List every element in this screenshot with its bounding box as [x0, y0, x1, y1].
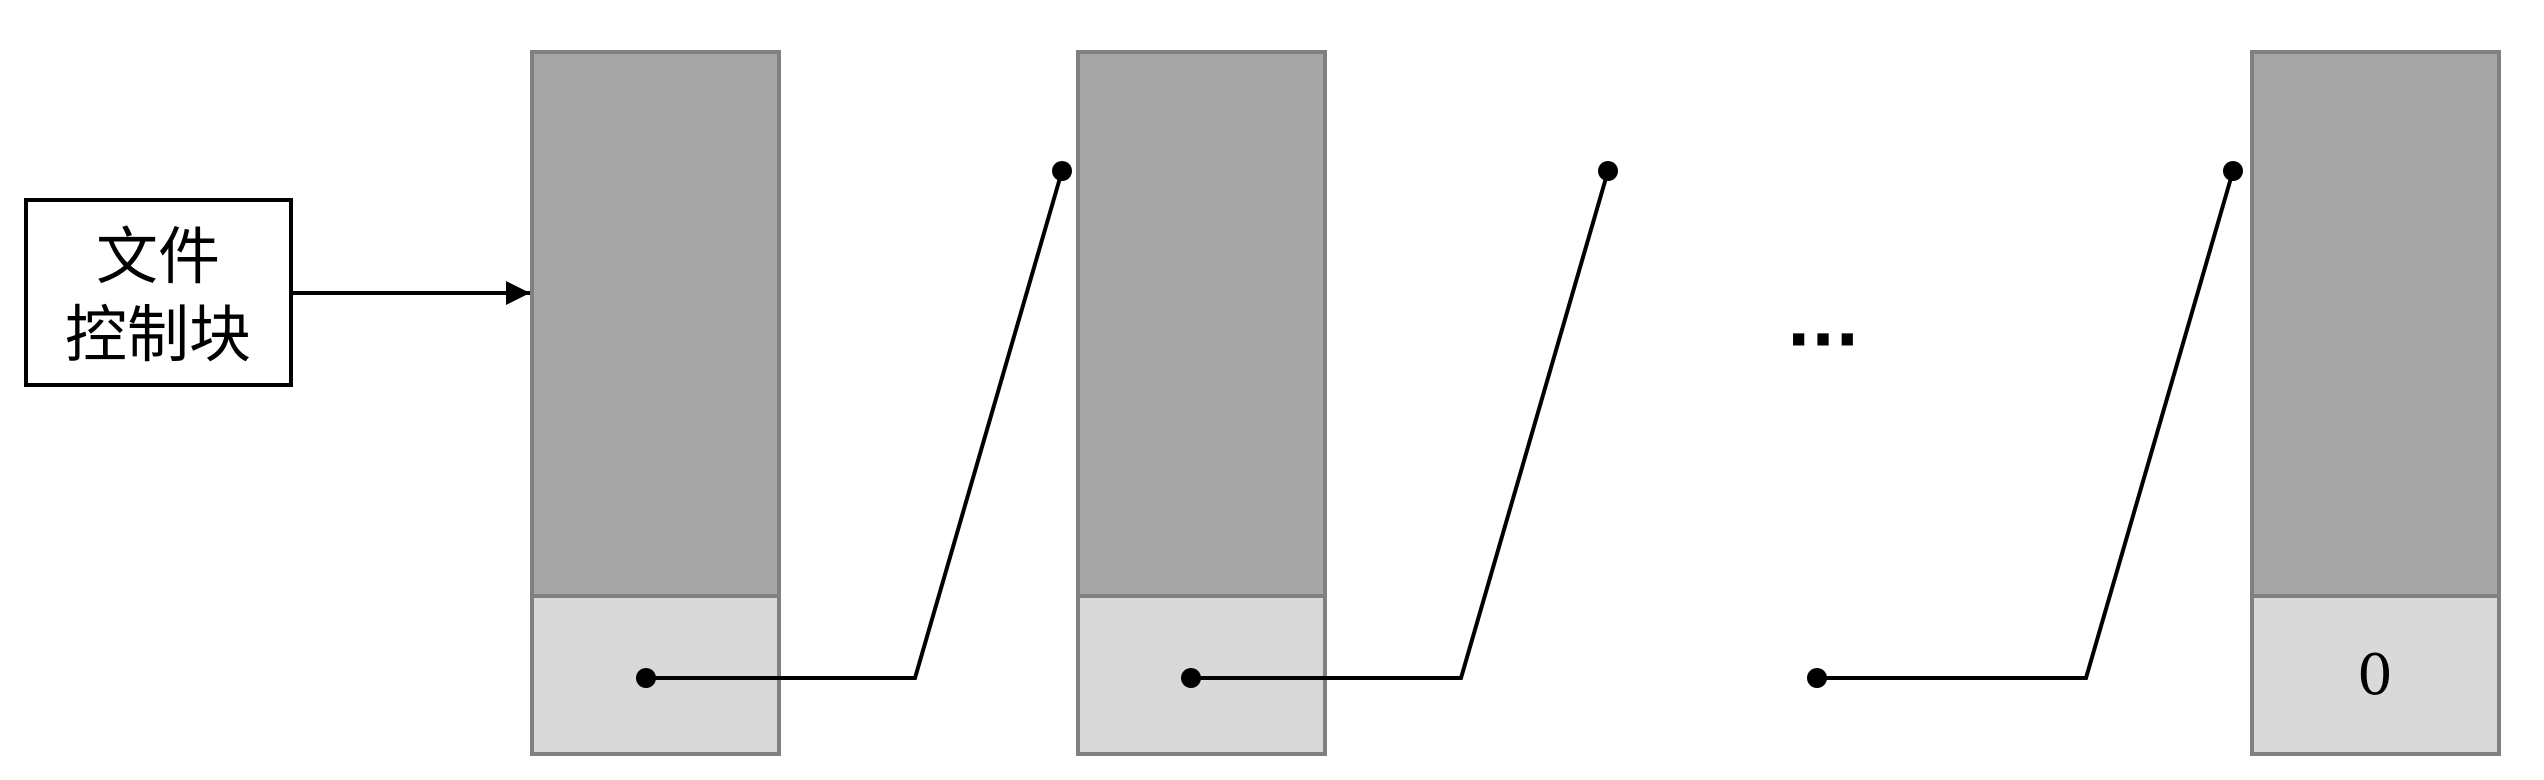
link-pointer-2	[1181, 161, 1618, 688]
disk-block-2	[1076, 50, 1327, 756]
disk-block-last: 0	[2250, 50, 2501, 756]
file-control-block-label-line1: 文件	[96, 220, 220, 293]
file-control-block-label-line2: 控制块	[65, 298, 251, 371]
end-of-chain-value: 0	[2357, 643, 2393, 708]
file-control-block-box	[24, 198, 293, 387]
link-pointer-3-start-dot	[1807, 668, 1827, 688]
link-pointer-3-line	[1817, 170, 2235, 680]
disk-block-2-data-area	[1076, 50, 1327, 598]
link-pointer-3	[1807, 161, 2243, 688]
link-pointer-2-start-dot	[1181, 668, 1201, 688]
link-pointer-2-end-dot	[1598, 161, 1618, 181]
link-pointer-1-end-dot	[1052, 161, 1072, 181]
disk-block-2-pointer-area	[1076, 594, 1327, 756]
link-pointer-3-end-dot	[2223, 161, 2243, 181]
link-pointer-1-line	[646, 170, 1064, 680]
disk-block-last-data-area	[2250, 50, 2501, 598]
disk-block-last-pointer-area	[2250, 594, 2501, 756]
disk-block-1	[530, 50, 781, 756]
link-pointer-2-line	[1191, 170, 1610, 680]
file-control-block: 文件 控制块	[24, 198, 293, 387]
disk-block-1-data-area	[530, 50, 781, 598]
omitted-blocks-ellipsis: ···	[1787, 304, 1860, 378]
link-pointer-1	[636, 161, 1072, 688]
link-pointer-1-start-dot	[636, 668, 656, 688]
